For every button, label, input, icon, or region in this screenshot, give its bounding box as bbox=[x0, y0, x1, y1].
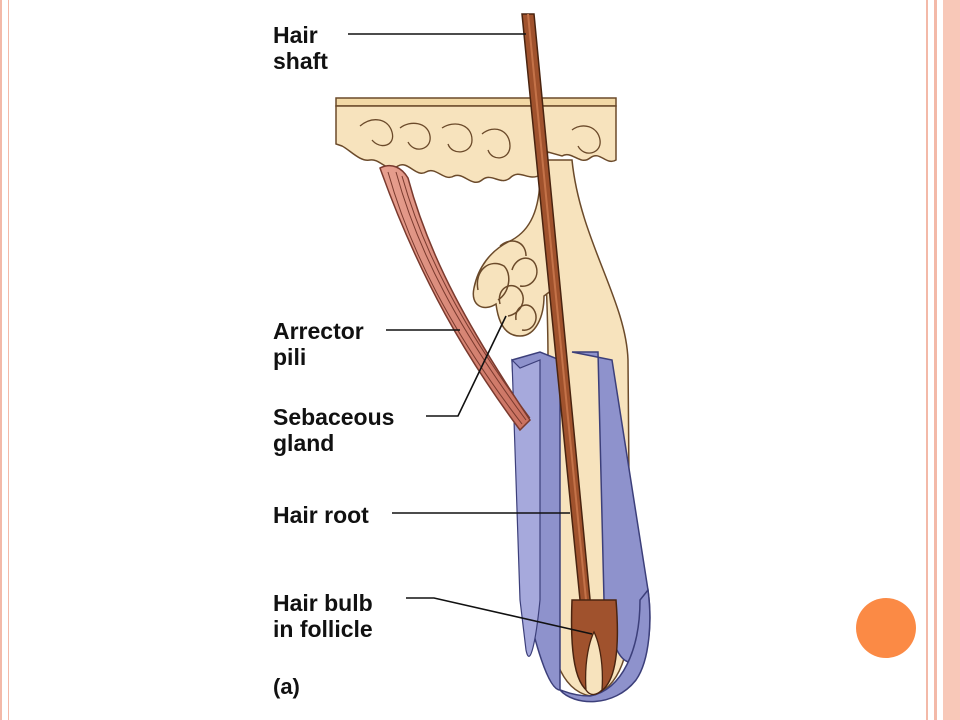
label-sebaceous-gland: Sebaceous gland bbox=[273, 404, 395, 456]
label-hair-bulb: Hair bulb in follicle bbox=[273, 590, 373, 642]
label-panel: (a) bbox=[273, 674, 300, 699]
slide-right-border bbox=[924, 0, 960, 720]
sebaceous-gland bbox=[472, 174, 553, 337]
epidermis-layer bbox=[335, 97, 617, 183]
connective-sheath-bottom bbox=[558, 588, 651, 703]
slide-left-border bbox=[0, 0, 9, 720]
leader-lines bbox=[348, 33, 593, 635]
label-arrector-pili: Arrector pili bbox=[273, 318, 364, 370]
label-hair-root: Hair root bbox=[273, 502, 369, 528]
leader-hair-bulb bbox=[406, 597, 593, 635]
arrector-pili-muscle bbox=[379, 164, 531, 432]
dermal-papilla bbox=[584, 630, 604, 696]
leader-sebaceous-gland bbox=[426, 315, 507, 417]
label-hair-shaft: Hair shaft bbox=[273, 22, 328, 74]
orange-accent-dot bbox=[856, 598, 916, 658]
